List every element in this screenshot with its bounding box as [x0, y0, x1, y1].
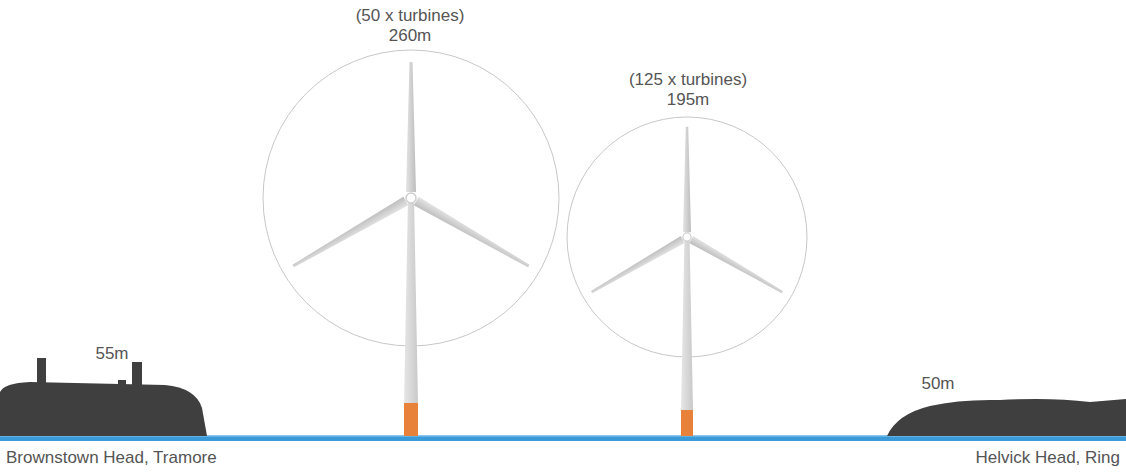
foundation	[681, 410, 693, 436]
height-dimension: 260m	[389, 26, 432, 46]
height-dimension: 50m	[921, 374, 954, 394]
rotor-blades	[590, 127, 785, 296]
tower	[404, 198, 418, 403]
chimney	[37, 358, 46, 384]
headland	[0, 382, 207, 436]
place-name: Brownstown Head, Tramore	[6, 448, 217, 468]
foundation	[404, 403, 418, 436]
building	[118, 380, 126, 386]
turbine-count: (50 x turbines)	[356, 6, 465, 26]
place-name: Helvick Head, Ring	[975, 448, 1120, 468]
headland	[887, 399, 1126, 436]
tower	[681, 237, 693, 410]
rotor-blades	[291, 62, 532, 270]
height-dimension: 55m	[95, 344, 128, 364]
turbine-count: (125 x turbines)	[629, 70, 747, 90]
chimney	[132, 362, 142, 386]
height-dimension: 195m	[667, 90, 710, 110]
